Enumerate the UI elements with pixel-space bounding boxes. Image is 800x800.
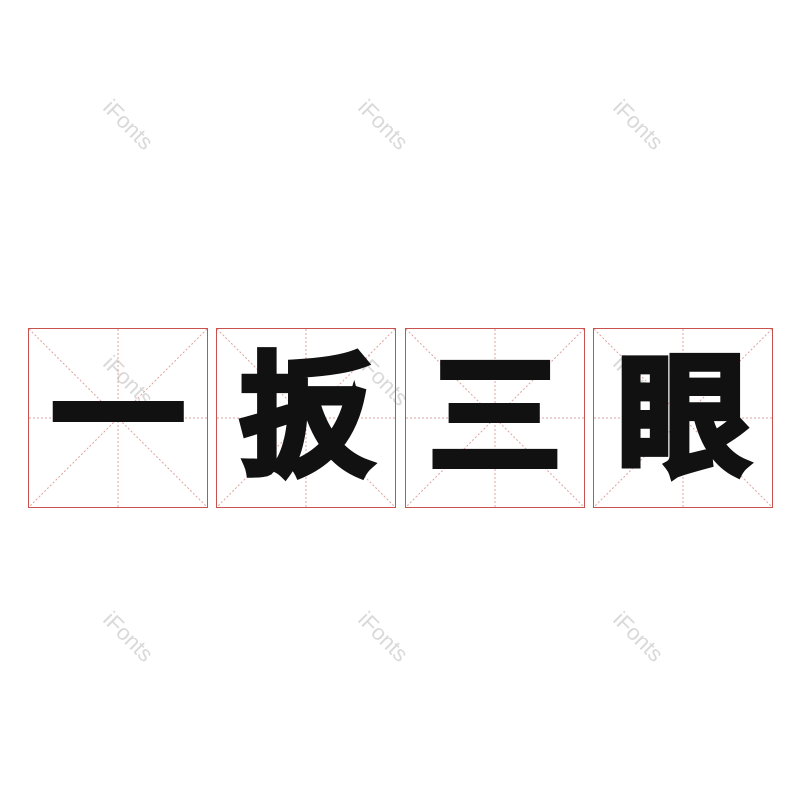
watermark-top-left: iFonts <box>98 94 159 155</box>
watermark-bottom-center: iFonts <box>353 606 414 667</box>
watermark-bottom-right: iFonts <box>608 606 669 667</box>
character-cell-3: 三 <box>405 328 585 508</box>
character-grid: 一 扳 三 眼 <box>28 328 773 508</box>
character-cell-4: 眼 <box>593 328 773 508</box>
character-glyph: 三 <box>426 341 564 495</box>
character-cell-2: 扳 <box>216 328 396 508</box>
character-glyph: 一 <box>49 341 187 495</box>
character-cell-1: 一 <box>28 328 208 508</box>
watermark-top-center: iFonts <box>353 94 414 155</box>
grid-guide-lines <box>29 329 207 507</box>
grid-guide-lines <box>594 329 772 507</box>
watermark-bottom-left: iFonts <box>98 606 159 667</box>
character-glyph: 眼 <box>614 341 752 495</box>
grid-guide-lines <box>406 329 584 507</box>
watermark-top-right: iFonts <box>608 94 669 155</box>
character-glyph: 扳 <box>237 341 375 495</box>
grid-guide-lines <box>217 329 395 507</box>
